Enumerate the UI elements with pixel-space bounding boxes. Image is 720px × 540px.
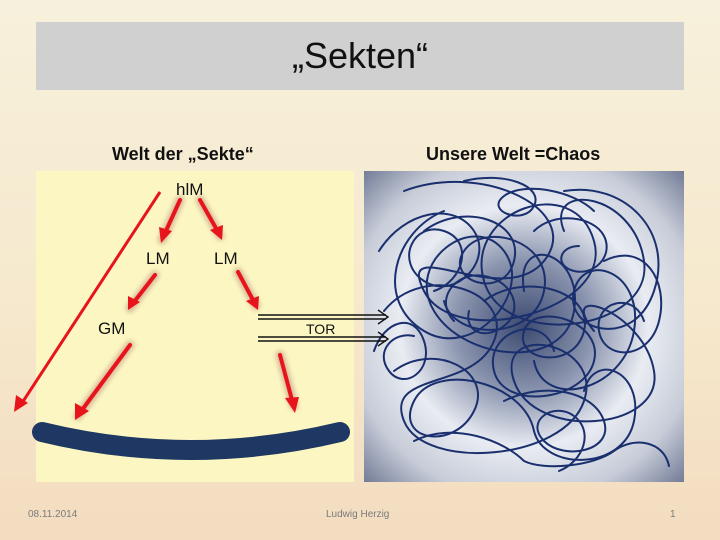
footer-author: Ludwig Herzig: [326, 509, 390, 520]
exit-label: TOR: [306, 321, 336, 337]
footer-page-number: 1: [670, 509, 676, 520]
tor-exit-arrows: [258, 309, 390, 347]
node-bottom-left-label: GM: [98, 319, 126, 338]
chaos-scribble: [373, 176, 670, 472]
hierarchy-arrows: [73, 195, 299, 421]
node-top-label: hlM: [176, 180, 204, 199]
navy-curved-bar: [32, 422, 350, 460]
long-diagonal-arrow: [14, 191, 162, 412]
right-heading: Unsere Welt =Chaos: [426, 144, 601, 164]
node-mid-left-label: LM: [146, 249, 170, 268]
footer-date: 08.11.2014: [28, 509, 78, 520]
left-heading: Welt der „Sekte“: [112, 144, 254, 164]
slide-title: „Sekten“: [291, 35, 429, 76]
chaos-world-panel: [364, 171, 684, 482]
title-bar: „Sekten“: [36, 22, 684, 90]
node-mid-right-label: LM: [214, 249, 238, 268]
